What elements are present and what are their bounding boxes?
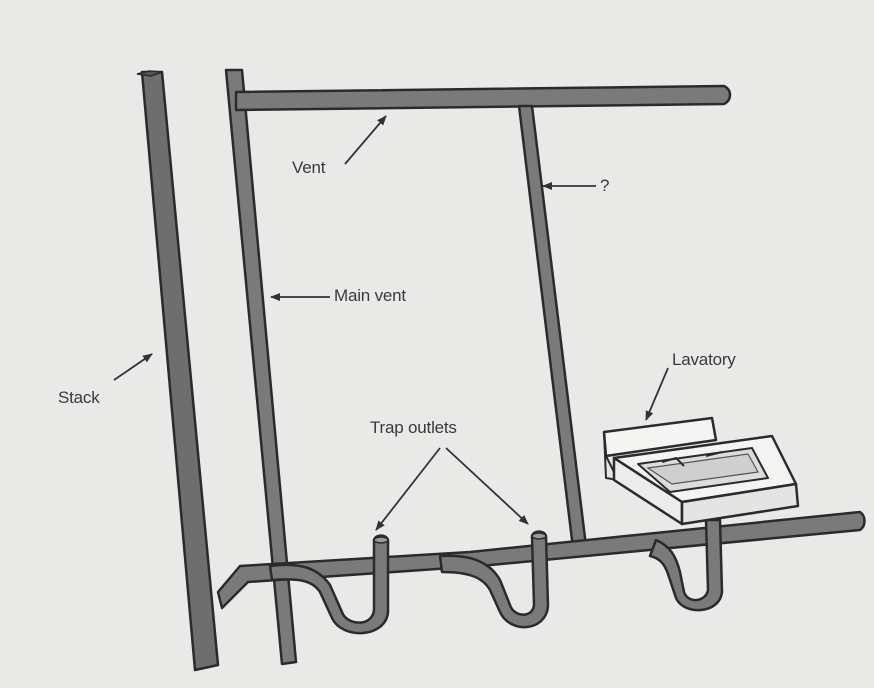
vent-label: Vent [292,158,326,177]
vent-pipe [234,84,732,112]
main-vent-pipe [224,68,298,666]
stack-arrow [113,353,153,381]
trap-2 [438,530,550,629]
stack-pipe [136,70,220,672]
branch-vent-pipe [517,104,588,550]
trap-3 [648,518,724,612]
trap-outlets-label: Trap outlets [370,418,457,437]
unknown-label: ? [600,176,610,195]
lavatory-arrow [645,367,669,421]
lavatory-fixture [602,416,800,526]
main-vent-label: Main vent [334,286,406,305]
vent-arrow [344,115,387,165]
lavatory-label: Lavatory [672,350,736,369]
trap-1 [268,534,390,635]
stack-label: Stack [58,388,100,407]
trap-outlets-arrows [375,447,529,531]
